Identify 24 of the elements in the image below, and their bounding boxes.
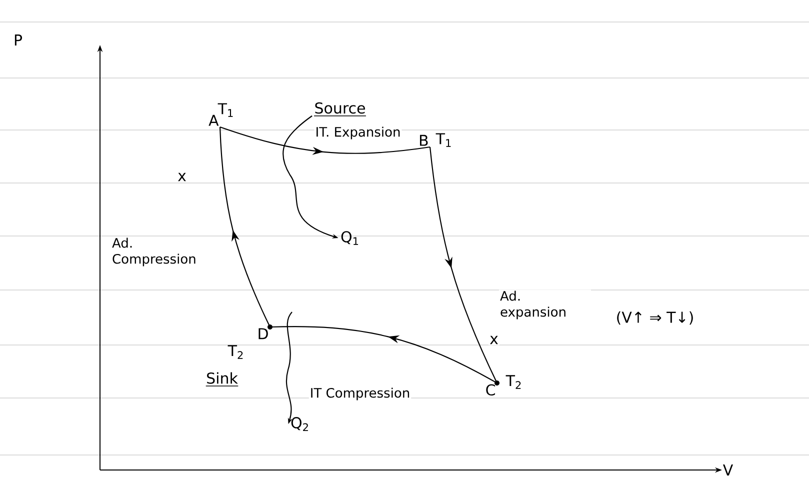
edge-label: IT Compression bbox=[308, 386, 412, 402]
quantity-label: Q$_{2}$ bbox=[291, 417, 308, 431]
cross-mark: x bbox=[488, 334, 500, 346]
temperature-label: T$_{2}$ bbox=[506, 375, 521, 389]
cross-mark: x bbox=[176, 172, 188, 182]
point-label: C bbox=[486, 384, 495, 396]
edge-label: IT. Expansion bbox=[314, 126, 402, 140]
underlined-label: Sink bbox=[205, 372, 239, 386]
process-curve bbox=[219, 126, 270, 328]
underlined-label: Source bbox=[314, 102, 366, 116]
temperature-label: T$_{1}$ bbox=[436, 133, 451, 147]
axis-label: P bbox=[12, 34, 24, 46]
quantity-label: Q$_{1}$ bbox=[341, 231, 358, 245]
process-curve bbox=[429, 146, 498, 384]
edge-label: Ad. expansion bbox=[499, 290, 591, 320]
temperature-label: T$_{1}$ bbox=[218, 103, 233, 117]
point-label: D bbox=[258, 328, 268, 340]
process-curve bbox=[270, 326, 498, 384]
note: (V↑ ⇒ T↓) bbox=[614, 310, 696, 326]
point-label: B bbox=[420, 134, 428, 146]
axis-label: V bbox=[722, 464, 734, 476]
point-label: A bbox=[208, 114, 219, 126]
edge-label: Ad. Compression bbox=[111, 236, 205, 268]
temperature-label: T$_{2}$ bbox=[228, 345, 243, 359]
